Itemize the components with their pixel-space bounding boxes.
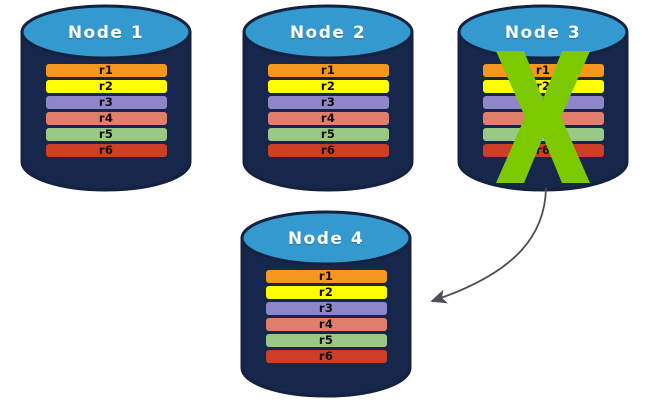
row-label: r2	[535, 78, 551, 93]
row-label: r6	[98, 142, 114, 157]
row-label: r2	[98, 78, 114, 93]
row-item[interactable]: r5	[482, 126, 604, 141]
row-item[interactable]: r1	[45, 62, 167, 77]
row-item[interactable]: r4	[267, 110, 389, 125]
row-label: r6	[320, 142, 336, 157]
row-label: r5	[98, 126, 114, 141]
row-label: r6	[318, 348, 334, 363]
row-label: r3	[535, 94, 551, 109]
row-label: r3	[318, 300, 334, 315]
row-label: r1	[535, 62, 551, 77]
row-item[interactable]: r6	[265, 348, 387, 363]
row-item[interactable]: r5	[45, 126, 167, 141]
row-item[interactable]: r6	[267, 142, 389, 157]
node-cylinder-node1[interactable]: Node 1 r1 r2 r3 r4 r5 r6	[18, 4, 194, 192]
row-item[interactable]: r6	[45, 142, 167, 157]
row-label: r1	[320, 62, 336, 77]
row-item[interactable]: r2	[265, 284, 387, 299]
row-label: r4	[535, 110, 551, 125]
row-item[interactable]: r4	[45, 110, 167, 125]
row-label: r4	[98, 110, 114, 125]
row-stack-node4: r1 r2 r3 r4 r5 r6	[238, 270, 414, 363]
row-item[interactable]: r3	[482, 94, 604, 109]
node-cylinder-node3[interactable]: Node 3 r1 r2 r3 r4 r5 r6	[455, 4, 631, 192]
row-label: r5	[535, 126, 551, 141]
row-label: r5	[318, 332, 334, 347]
row-item[interactable]: r2	[45, 78, 167, 93]
arrow-path	[430, 187, 547, 304]
row-label: r6	[535, 142, 551, 157]
row-item[interactable]: r1	[265, 268, 387, 283]
row-item[interactable]: r4	[482, 110, 604, 125]
row-item[interactable]: r2	[267, 78, 389, 93]
row-label: r4	[320, 110, 336, 125]
row-label: r3	[320, 94, 336, 109]
node-cylinder-node4[interactable]: Node 4 r1 r2 r3 r4 r5 r6	[238, 210, 414, 398]
row-stack-node2: r1 r2 r3 r4 r5 r6	[240, 64, 416, 157]
row-item[interactable]: r3	[267, 94, 389, 109]
row-item[interactable]: r6	[482, 142, 604, 157]
row-label: r3	[98, 94, 114, 109]
row-stack-node3: r1 r2 r3 r4 r5 r6	[455, 64, 631, 157]
row-label: r1	[98, 62, 114, 77]
row-label: r5	[320, 126, 336, 141]
row-item[interactable]: r3	[265, 300, 387, 315]
row-label: r2	[320, 78, 336, 93]
node-cylinder-node2[interactable]: Node 2 r1 r2 r3 r4 r5 r6	[240, 4, 416, 192]
row-label: r1	[318, 268, 334, 283]
row-item[interactable]: r3	[45, 94, 167, 109]
row-stack-node1: r1 r2 r3 r4 r5 r6	[18, 64, 194, 157]
row-item[interactable]: r1	[267, 62, 389, 77]
row-item[interactable]: r5	[267, 126, 389, 141]
row-item[interactable]: r1	[482, 62, 604, 77]
row-label: r2	[318, 284, 334, 299]
row-item[interactable]: r2	[482, 78, 604, 93]
row-item[interactable]: r4	[265, 316, 387, 331]
row-label: r4	[318, 316, 334, 331]
row-item[interactable]: r5	[265, 332, 387, 347]
